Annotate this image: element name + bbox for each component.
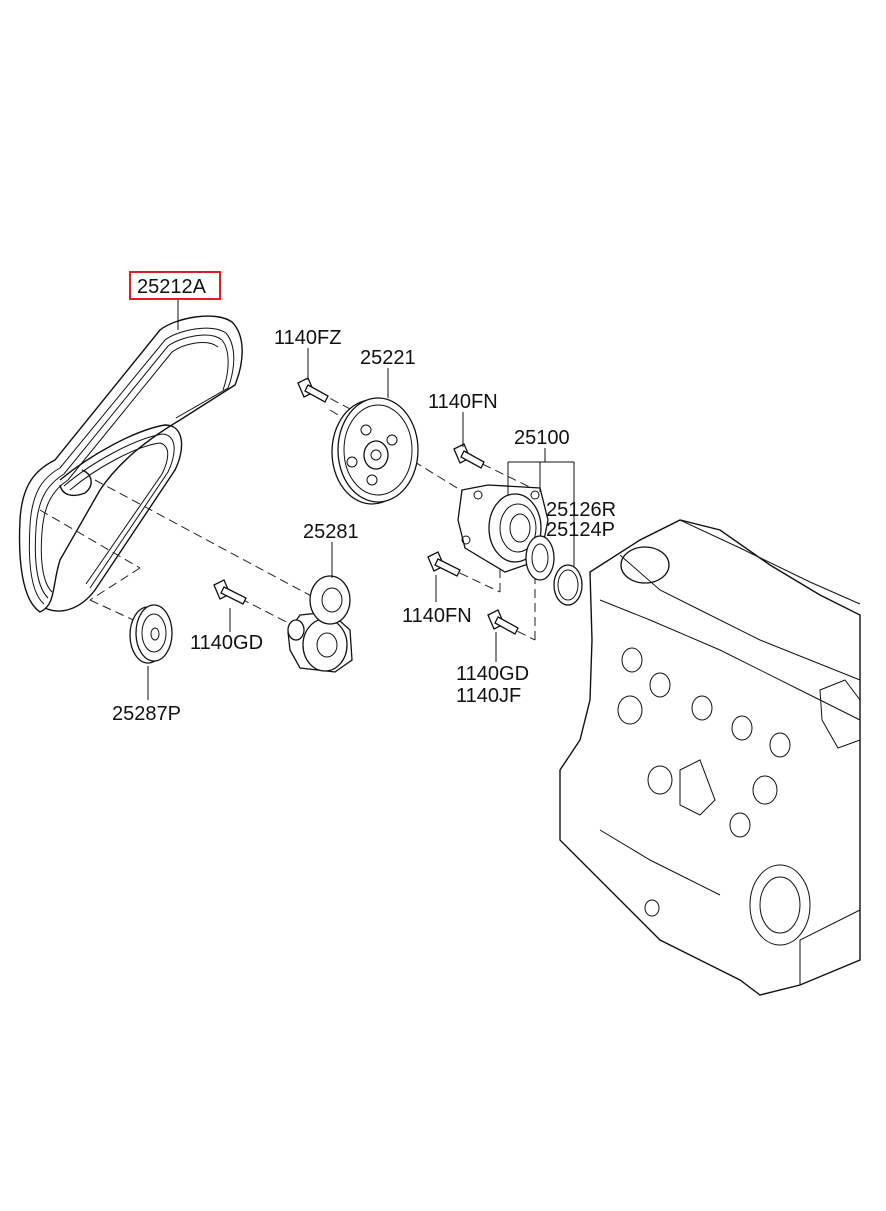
engine-block [559, 519, 861, 996]
label-tensioner[interactable]: 25281 [303, 521, 359, 543]
label-idler-pulley[interactable]: 25287P [112, 703, 181, 725]
o-ring[interactable] [553, 564, 583, 606]
label-water-pump[interactable]: 25100 [514, 427, 570, 449]
idler-pulley[interactable] [129, 604, 173, 664]
label-bolt-fz[interactable]: 1140FZ [274, 327, 341, 349]
belt-tensioner[interactable] [287, 575, 353, 673]
bolt-icon[interactable] [297, 377, 329, 403]
highlight-box [129, 271, 221, 300]
label-bolt-fn-top[interactable]: 1140FN [428, 391, 498, 413]
water-pump-pulley[interactable] [331, 397, 419, 505]
bolt-icon[interactable] [453, 443, 485, 469]
bolt-icon[interactable] [213, 579, 247, 605]
label-bolt-gd-bottom[interactable]: 1140GD [456, 663, 529, 685]
leader-lines [147, 300, 575, 700]
label-pulley[interactable]: 25221 [360, 347, 416, 369]
label-gasket-p[interactable]: 25124P [546, 519, 615, 541]
label-bolt-jf[interactable]: 1140JF [456, 685, 521, 707]
label-belt[interactable]: 25212A [137, 276, 207, 298]
label-gasket-r[interactable]: 25126R [546, 499, 616, 521]
water-pump[interactable] [457, 484, 555, 581]
drive-belt[interactable] [18, 315, 243, 613]
label-bolt-gd-left[interactable]: 1140GD [190, 632, 263, 654]
bolt-icon[interactable] [427, 551, 461, 577]
bolt-icon[interactable] [487, 609, 519, 635]
label-bolt-fn-mid[interactable]: 1140FN [402, 605, 472, 627]
